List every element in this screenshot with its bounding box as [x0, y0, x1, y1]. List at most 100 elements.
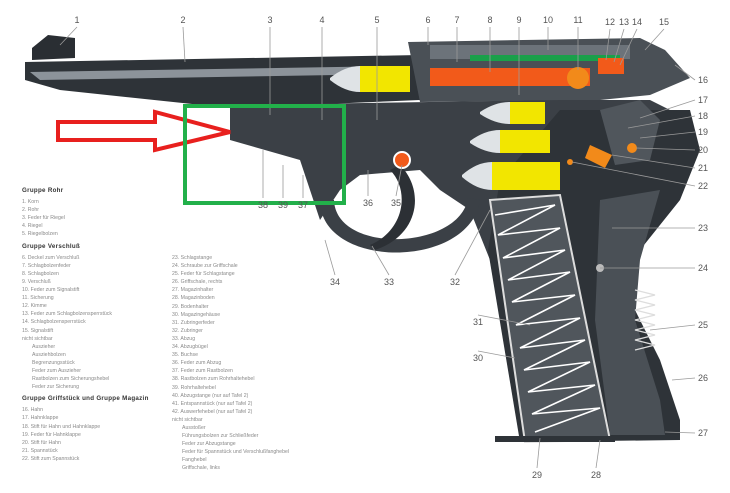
callout-number: 32	[449, 277, 461, 287]
callout-number: 10	[542, 15, 554, 25]
callout-number: 19	[697, 127, 709, 137]
callout-number: 33	[383, 277, 395, 287]
legend-item: Fanghebel	[182, 457, 207, 464]
leader-line	[613, 28, 625, 63]
callout-number: 14	[631, 17, 643, 27]
legend-item: Feder für Spannstück und Verschlußfanghe…	[182, 449, 289, 456]
leader-line	[644, 28, 665, 51]
follower-spring	[494, 204, 601, 433]
legend-item: 31. Zubringerfeder	[172, 319, 215, 326]
legend-item: 37. Feder zum Rastbolzen	[172, 368, 233, 375]
firing-pin-spring-rod	[470, 55, 620, 61]
legend-item: 9. Verschluß	[22, 278, 51, 285]
legend-item: 8. Schlagbolzen	[22, 270, 59, 277]
legend-item: 22. Stift zum Spannstück	[22, 455, 80, 462]
leader-line	[671, 377, 696, 381]
legend-item: 18. Stift für Hahn und Hahnklappe	[22, 423, 101, 430]
legend-item: Führungsbolzen zur Schließfeder	[182, 433, 259, 440]
sear	[585, 145, 612, 168]
callout-number: 38	[257, 200, 269, 210]
legend-item: Ausstoßer	[182, 424, 206, 431]
leader-line	[649, 324, 696, 331]
legend-heading: Gruppe Verschluß	[22, 242, 81, 250]
highlight-box	[183, 104, 346, 205]
legend-item: Griffschale, links	[182, 465, 220, 472]
hammer-spring	[634, 289, 656, 351]
callout-number: 6	[425, 15, 431, 25]
legend-item: Feder zur Abzugstange	[182, 441, 236, 448]
callout-number: 29	[531, 470, 543, 480]
legend-item: 6. Deckel zum Verschluß	[22, 254, 80, 261]
legend-item: 19. Feder für Hahnklappe	[22, 431, 81, 438]
callout-number: 16	[697, 75, 709, 85]
leader-line	[605, 28, 611, 61]
legend-item: Begrenzungsstück	[32, 359, 75, 366]
legend-item: 20. Stift für Hahn	[22, 439, 61, 446]
legend-not-visible-label: nicht sichtbar	[172, 416, 203, 423]
legend-item: 26. Griffschale, rechts	[172, 279, 223, 286]
callout-number: 4	[319, 15, 325, 25]
legend-item: 10. Feder zum Signalstift	[22, 287, 80, 294]
legend-item: 28. Magazinboden	[172, 295, 215, 302]
legend-item: 25. Feder für Schlagstange	[172, 271, 235, 278]
legend-item: 38. Rastbolzen zum Rohrhaltehebel	[172, 376, 255, 383]
callout-number: 30	[472, 353, 484, 363]
callout-number: 20	[697, 145, 709, 155]
legend-item: 1. Korn	[22, 199, 39, 206]
callout-number: 39	[277, 200, 289, 210]
callout-number: 8	[487, 15, 493, 25]
callout-number: 12	[604, 17, 616, 27]
cartridges	[330, 66, 560, 190]
callout-number: 36	[362, 198, 374, 208]
callout-number: 28	[590, 470, 602, 480]
legend-item: 2. Rohr	[22, 207, 40, 214]
magazine-base	[495, 436, 615, 442]
legend-item: 15. Signalstift	[22, 327, 54, 334]
legend-item: Ausziehbolzen	[32, 351, 66, 358]
legend-item: 27. Magazinhalter	[172, 287, 214, 294]
callout-number: 9	[516, 15, 522, 25]
callout-number: 25	[697, 320, 709, 330]
legend-item: 11. Sicherung	[22, 295, 54, 302]
trigger	[370, 165, 415, 250]
leader-line	[639, 131, 696, 139]
callout-number: 5	[374, 15, 380, 25]
legend-item: 3. Feder für Riegel	[22, 215, 65, 222]
bushing	[393, 151, 411, 169]
callout-number: 2	[180, 15, 186, 25]
callout-number: 26	[697, 373, 709, 383]
callout-number: 22	[697, 181, 709, 191]
legend-item: 30. Magazingehäuse	[172, 311, 221, 318]
callout-number: 15	[658, 17, 670, 27]
callout-number: 21	[697, 163, 709, 173]
callout-number: 11	[573, 15, 583, 25]
leader-line	[619, 28, 638, 66]
callout-number: 35	[390, 198, 402, 208]
legend-item: 23. Schlagstange	[172, 255, 213, 261]
legend-heading: Gruppe Griffstück und Gruppe Magazin	[22, 395, 149, 403]
grip-panel	[595, 190, 665, 435]
leader-line	[536, 437, 541, 469]
callout-number: 27	[697, 428, 709, 438]
callout-number: 37	[297, 200, 309, 210]
leader-line	[611, 154, 696, 169]
callout-number: 13	[618, 17, 630, 27]
callout-number: 3	[267, 15, 273, 25]
legend-not-visible-label: nicht sichtbar	[22, 335, 53, 342]
leader-line	[571, 161, 696, 187]
leader-line	[664, 431, 696, 434]
legend-item: 16. Hahn	[22, 407, 44, 414]
legend-item: 4. Riegel	[22, 223, 43, 230]
leader-line	[639, 99, 696, 119]
leader-line	[454, 209, 491, 276]
legend-item: 39. Rohrhaltehebel	[172, 384, 216, 391]
legend-item: 33. Abzug	[172, 335, 196, 342]
legend-item: 7. Schlagbolzenfeder	[22, 262, 71, 269]
red-pointer-arrow	[56, 109, 231, 153]
legend-item: 40. Abzugstange (nur auf Tafel 2)	[172, 392, 249, 399]
callout-number: 23	[697, 223, 709, 233]
legend-item: Auszieher	[32, 343, 56, 350]
callout-number: 18	[697, 111, 709, 121]
leader-line	[595, 439, 601, 469]
